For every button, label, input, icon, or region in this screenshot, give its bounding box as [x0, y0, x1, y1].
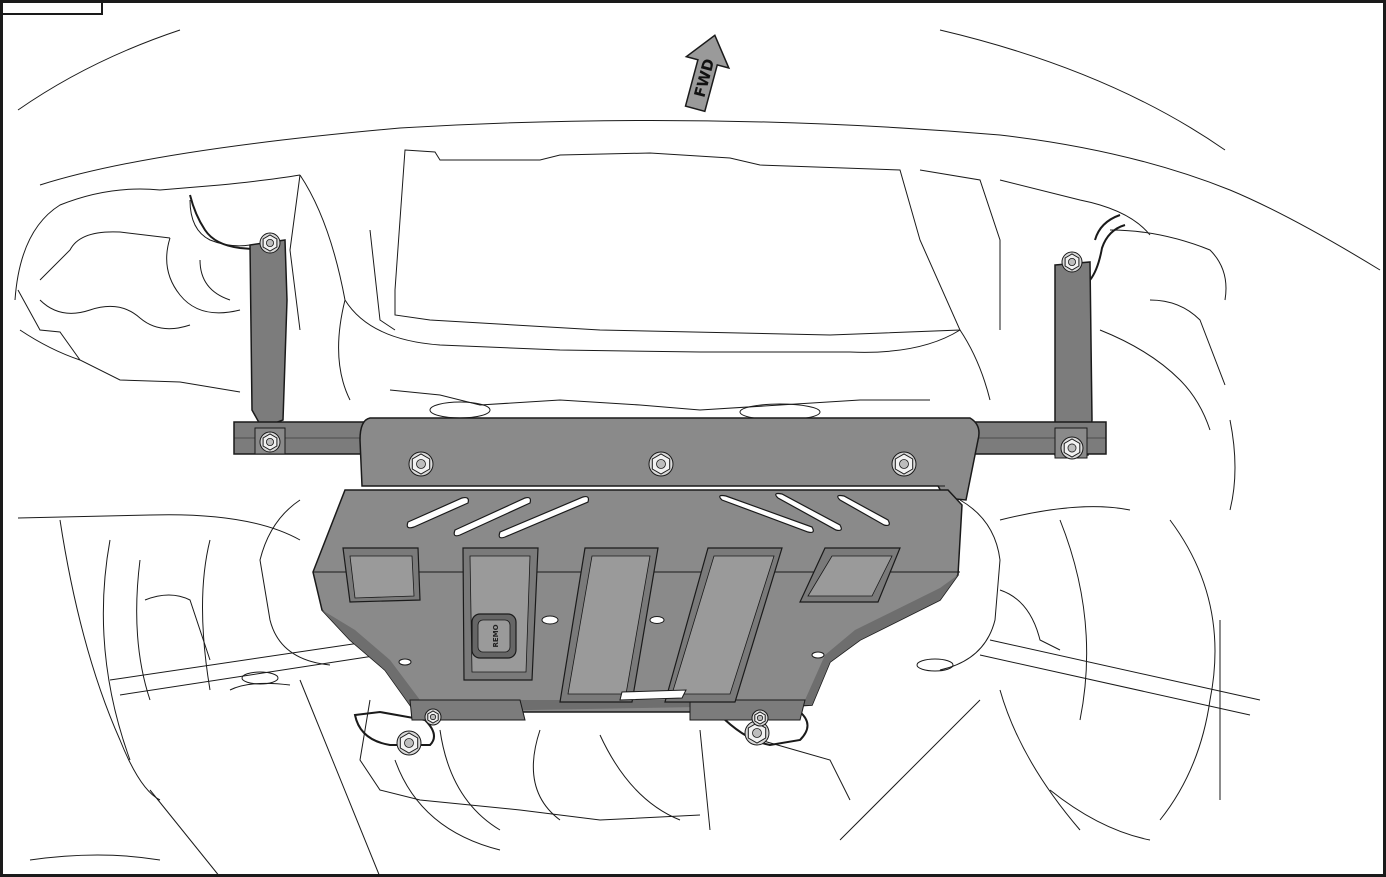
bolt-right-upper	[1061, 251, 1083, 273]
corner-tab	[3, 3, 103, 15]
brand-logo: REMO	[471, 613, 517, 659]
bolts	[259, 232, 1084, 756]
bolt-plate-right	[891, 451, 917, 477]
bolt-rear-right	[744, 720, 770, 746]
bolt-left-lower	[259, 431, 281, 453]
bolt-plate-center	[648, 451, 674, 477]
bolt-rear-left-small	[424, 708, 442, 726]
bolt-left-upper	[259, 232, 281, 254]
svg-text:REMO: REMO	[492, 624, 500, 647]
bolt-plate-left	[408, 451, 434, 477]
bolt-rear-right-small	[751, 709, 769, 727]
drain-holes	[398, 615, 825, 701]
fwd-arrow: FWD	[684, 34, 731, 113]
car-body-outline	[14, 29, 1381, 877]
bolt-rear-left	[396, 730, 422, 756]
vent-slots	[406, 492, 890, 539]
bolt-right-lower	[1060, 436, 1084, 460]
left-bracket	[249, 239, 288, 429]
